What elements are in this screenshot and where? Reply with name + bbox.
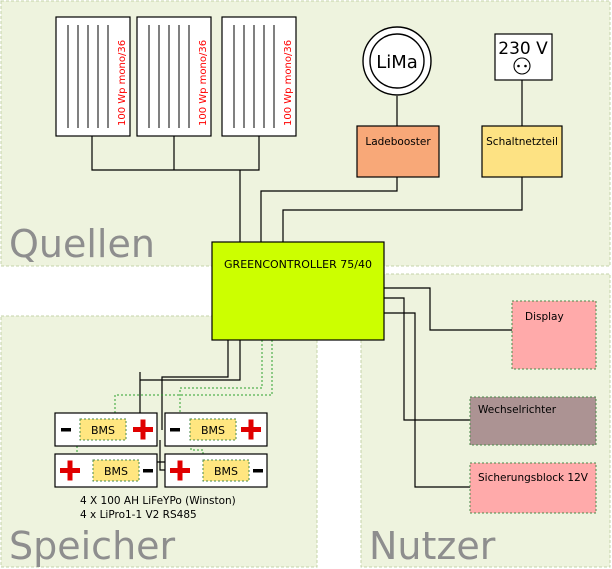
- battery-2-minus-icon: [170, 428, 180, 432]
- greencontroller-box: [211, 241, 385, 341]
- battery-caption-line2: 4 x LiPro1-1 V2 RS485: [80, 509, 197, 521]
- battery-3-bms: [92, 459, 140, 482]
- sicherungsblock-label: Sicherungsblock 12V: [478, 472, 589, 484]
- outlet-230v: 230 V: [494, 33, 553, 81]
- wechselrichter-label: Wechselrichter: [478, 404, 557, 416]
- battery-2-bms-label: BMS: [201, 424, 225, 437]
- alternator-inner-ring: [369, 33, 425, 89]
- battery-3-minus-icon: [143, 469, 153, 473]
- battery-4: BMS: [164, 453, 268, 488]
- region-sources-title: Quellen: [9, 222, 155, 266]
- ladebooster-label: Ladebooster: [365, 136, 431, 148]
- battery-1-plus-icon-v: [140, 419, 146, 440]
- wire-controller-sicherungsblock: [384, 312, 470, 488]
- battery-2: BMS: [164, 412, 268, 447]
- display-box: [511, 300, 597, 370]
- display-label: Display: [525, 311, 564, 323]
- outlet-pin-left: [517, 64, 520, 68]
- wire-controller-wechselrichter: [384, 297, 470, 421]
- wire-controller-battery-left: [140, 340, 241, 381]
- alternator-label: LiMa: [376, 52, 418, 73]
- schaltnetzteil-label: Schaltnetzteil: [486, 136, 558, 148]
- sicherungsblock-box: [469, 462, 597, 514]
- outlet-socket-icon: [513, 57, 531, 75]
- wires: [91, 80, 523, 488]
- solar-panel-1: 100 Wp mono/36: [55, 16, 131, 137]
- wire-panel-1: [91, 136, 240, 171]
- battery-4-plus-icon-v: [177, 460, 183, 481]
- ladebooster-box: [356, 125, 440, 178]
- battery-3: BMS: [54, 453, 158, 488]
- wechselrichter: Wechselrichter: [469, 396, 597, 446]
- battery-2-bms: [189, 418, 237, 441]
- wire-controller-display: [384, 287, 512, 331]
- wire-schaltnetzteil-controller: [282, 177, 523, 242]
- solar-panel-2: 100 Wp mono/36: [136, 16, 212, 137]
- alternator: LiMa: [362, 26, 432, 96]
- bms-wire-top-right: [179, 340, 263, 425]
- region-storage-title: Speicher: [9, 524, 176, 568]
- battery-2-plus-icon-v: [248, 419, 254, 440]
- battery-4-minus-icon: [253, 469, 263, 473]
- display: Display: [511, 300, 597, 370]
- solar-panel-3-label: 100 Wp mono/36: [283, 40, 294, 126]
- battery-caption-line1: 4 X 100 AH LiFeYPo (Winston): [80, 495, 236, 507]
- battery-1-bms-label: BMS: [91, 424, 115, 437]
- battery-4-bms-label: BMS: [214, 465, 238, 478]
- ladebooster: Ladebooster: [356, 125, 440, 178]
- schaltnetzteil-box: [481, 125, 563, 178]
- greencontroller-label: GREENCONTROLLER 75/40: [224, 258, 372, 271]
- battery-1: BMS: [54, 412, 158, 447]
- region-consumers-title: Nutzer: [369, 524, 496, 568]
- battery-1-minus-icon: [61, 428, 71, 432]
- wire-ladebooster-controller: [260, 177, 398, 242]
- schaltnetzteil: Schaltnetzteil: [481, 125, 563, 178]
- solar-panel-2-label: 100 Wp mono/36: [198, 40, 209, 126]
- solar-panel-1-label: 100 Wp mono/36: [117, 40, 128, 126]
- battery-3-plus-icon-v: [67, 460, 73, 481]
- sicherungsblock: Sicherungsblock 12V: [469, 462, 597, 514]
- battery-1-bms: [79, 418, 127, 441]
- battery-4-bms: [202, 459, 250, 482]
- solar-panel-3: 100 Wp mono/36: [221, 16, 297, 137]
- outlet-label: 230 V: [498, 39, 548, 59]
- bms-wire-top-left: [114, 340, 273, 420]
- outlet-pin-right: [524, 64, 527, 68]
- greencontroller: GREENCONTROLLER 75/40: [211, 241, 385, 341]
- wechselrichter-box: [469, 396, 597, 446]
- region-storage: Speicher: [0, 315, 318, 568]
- battery-3-bms-label: BMS: [104, 465, 128, 478]
- wire-panel-3: [240, 136, 260, 171]
